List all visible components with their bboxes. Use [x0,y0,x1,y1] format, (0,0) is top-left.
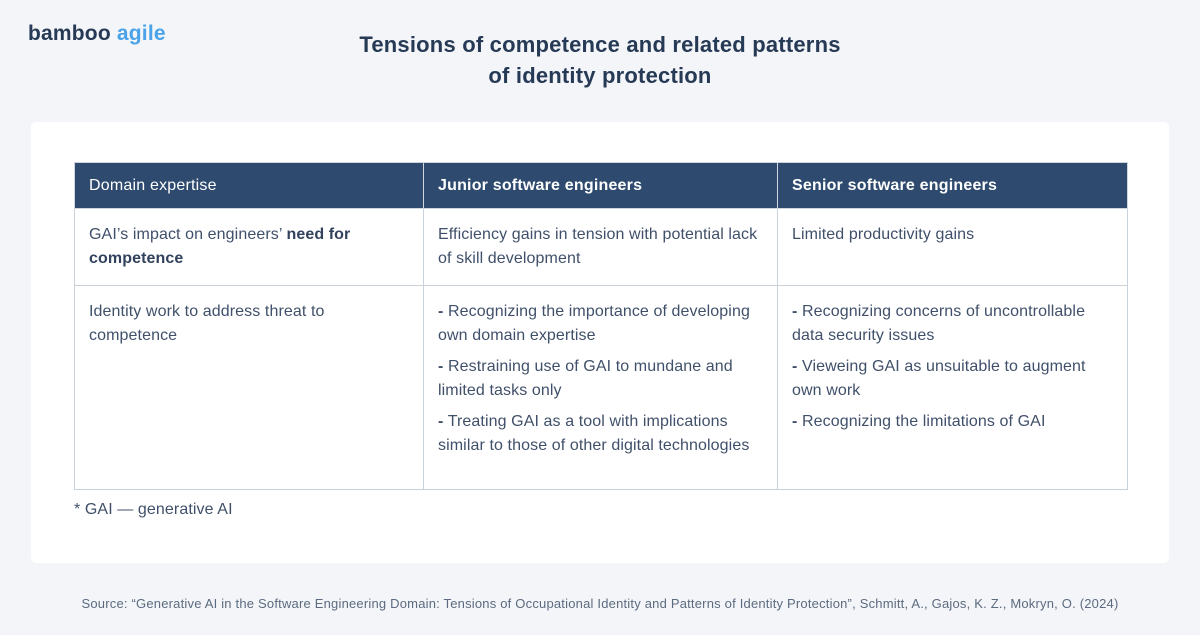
bullet-dash: - [438,303,444,320]
gai-footnote: * GAI — generative AI [74,501,233,518]
cell-junior-identity-work: - Recognizing the importance of developi… [423,285,778,490]
bullet-text: Recognizing concerns of uncontrollable d… [792,303,1086,344]
cell-text: Efficiency gains in tension with potenti… [438,226,758,267]
bullet-text: Treating GAI as a tool with implications… [438,413,750,454]
cell-junior-impact: Efficiency gains in tension with potenti… [423,208,778,286]
table-header-row: Domain expertise Junior software enginee… [74,162,1128,209]
source-citation: Source: “Generative AI in the Software E… [81,596,1119,611]
brand-logo-part1: bamboo [28,22,111,45]
header-cell-junior-engineers: Junior software engineers [423,162,778,209]
cell-text-bold: need for competence [89,226,351,267]
bullet-item: - Treating GAI as a tool with implicatio… [438,410,761,458]
table-row: GAI’s impact on engineers’ need for comp… [74,208,1128,286]
bullet-item: - Recognizing concerns of uncontrollable… [792,300,1111,348]
bullet-text: Recognizing the importance of developing… [438,303,750,344]
cell-domain-identity-work: Identity work to address threat to compe… [74,285,424,490]
bullet-dash: - [792,303,798,320]
bullet-text: Vieweing GAI as unsuitable to augment ow… [792,358,1086,399]
cell-text: Identity work to address threat to compe… [89,303,325,344]
bullet-item: - Recognizing the importance of developi… [438,300,761,348]
brand-logo-part2: agile [116,22,166,45]
bullet-item: - Vieweing GAI as unsuitable to augment … [792,355,1111,403]
bullet-item: - Recognizing the limitations of GAI [792,410,1111,434]
content-card: Domain expertise Junior software enginee… [31,122,1169,563]
bullet-item: - Restraining use of GAI to mundane and … [438,355,761,403]
cell-domain-need-for-competence: GAI’s impact on engineers’ need for comp… [74,208,424,286]
cell-senior-impact: Limited productivity gains [777,208,1128,286]
bullet-dash: - [792,358,798,375]
cell-senior-identity-work: - Recognizing concerns of uncontrollable… [777,285,1128,490]
table-row: Identity work to address threat to compe… [74,285,1128,490]
bullet-dash: - [792,413,798,430]
cell-text: GAI’s impact on engineers’ [89,226,287,243]
bullet-text: Recognizing the limitations of GAI [801,413,1046,430]
bullet-dash: - [438,358,444,375]
bullet-dash: - [438,413,444,430]
page-title-line1: Tensions of competence and related patte… [359,32,841,57]
header-cell-senior-engineers: Senior software engineers [777,162,1128,209]
header-cell-domain-expertise: Domain expertise [74,162,424,209]
cell-text: Limited productivity gains [792,226,975,243]
bullet-text: Restraining use of GAI to mundane and li… [438,358,733,399]
page-title-line2: of identity protection [488,63,712,88]
tensions-table: Domain expertise Junior software enginee… [74,162,1128,490]
page-title: Tensions of competence and related patte… [0,29,1200,91]
